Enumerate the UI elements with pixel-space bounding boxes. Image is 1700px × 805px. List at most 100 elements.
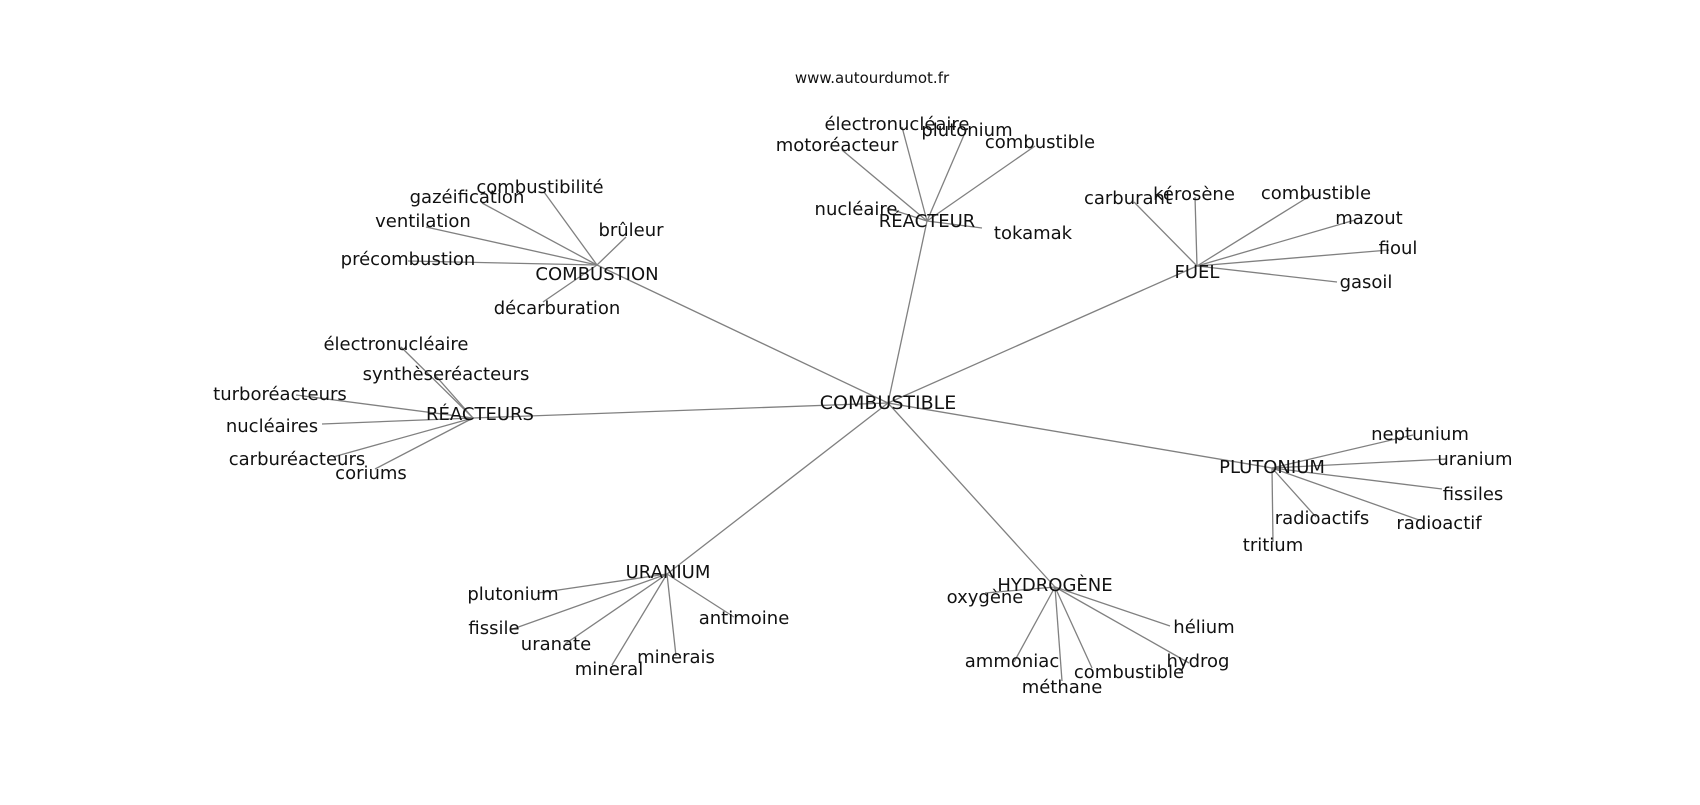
edge-uranium-minerais — [666, 573, 677, 657]
edge-uranium-uranate — [564, 573, 668, 645]
leaf-node-hydrogene-hydrog: hydrog — [1167, 651, 1230, 672]
edge-combustion-ventilation — [425, 226, 598, 266]
hub-node-hydrogene: HYDROGÈNE — [997, 574, 1112, 596]
leaf-node-reacteurs-nucleaires: nucléaires — [226, 416, 318, 437]
graph-edges — [295, 126, 1448, 682]
edge-center-hydrogene — [887, 402, 1056, 588]
source-url: www.autourdumot.fr — [795, 69, 950, 87]
hub-node-uranium: URANIUM — [626, 562, 711, 583]
leaf-node-hydrogene-methane: méthane — [1022, 677, 1103, 698]
hub-node-combustion: COMBUSTION — [535, 264, 658, 285]
edge-reacteur-plutonium — [926, 127, 968, 222]
edge-reacteurs-synthesereacteurs — [434, 374, 474, 419]
hub-node-reacteurs: RÉACTEURS — [426, 403, 534, 425]
edge-fuel-fioul — [1196, 249, 1390, 267]
edge-center-combustion — [596, 264, 889, 404]
leaf-node-fuel-combustible: combustible — [1261, 183, 1371, 204]
leaf-node-reacteur-plutonium: plutonium — [921, 120, 1012, 141]
edge-uranium-antimoine — [666, 573, 735, 618]
leaf-node-reacteurs-electronucleaire: électronucléaire — [323, 334, 468, 355]
edge-center-uranium — [666, 402, 889, 575]
edge-uranium-fissile — [509, 573, 668, 631]
leaf-node-plutonium-fissiles: fissiles — [1443, 484, 1504, 505]
edge-combustion-gazeification — [481, 202, 598, 266]
hub-node-plutonium: PLUTONIUM — [1219, 457, 1325, 478]
edge-reacteurs-carbureacteurs — [332, 417, 474, 458]
leaf-node-uranium-antimoine: antimoine — [699, 608, 790, 629]
graph-labels: www.autourdumot.fr COMBUSTIBLE électronu… — [213, 69, 1512, 698]
edge-reacteur-nucleaire — [886, 207, 928, 222]
leaf-node-hydrogene-combustible: combustible — [1074, 662, 1184, 683]
edge-combustion-bruleur — [596, 236, 627, 266]
edge-center-reacteur — [887, 220, 928, 404]
leaf-node-hydrogene-ammoniac: ammoniac — [965, 651, 1059, 672]
leaf-node-reacteurs-coriums: coriums — [335, 463, 407, 484]
edge-reacteur-combustible — [926, 145, 1036, 222]
leaf-node-plutonium-tritium: tritium — [1243, 535, 1303, 556]
leaf-node-reacteur-motoreacteur: motoréacteur — [776, 135, 899, 156]
leaf-node-combustion-ventilation: ventilation — [375, 211, 471, 232]
edge-hydrogene-combustible — [1054, 586, 1093, 669]
edge-combustion-precombustion — [407, 260, 598, 266]
edge-reacteurs-coriums — [374, 417, 474, 470]
leaf-node-fuel-gasoil: gasoil — [1340, 272, 1393, 293]
leaf-node-uranium-minerais: minerais — [637, 647, 715, 668]
edge-uranium-mineral — [611, 573, 668, 666]
leaf-node-uranium-plutonium: plutonium — [467, 584, 558, 605]
edge-reacteur-electronucleaire — [901, 126, 928, 222]
leaf-node-uranium-mineral: mineral — [575, 659, 643, 680]
leaf-node-combustion-decarburation: décarburation — [494, 298, 621, 319]
edge-fuel-combustible — [1196, 193, 1314, 267]
edge-uranium-plutonium — [537, 573, 668, 594]
leaf-node-reacteurs-carbureacteurs: carburéacteurs — [229, 449, 366, 470]
edge-combustion-decarburation — [542, 264, 598, 303]
hub-node-fuel: FUEL — [1175, 262, 1220, 283]
edge-plutonium-tritium — [1271, 467, 1274, 543]
edge-hydrogene-methane — [1054, 586, 1063, 682]
leaf-node-reacteurs-synthesereacteurs: synthèseréacteurs — [363, 364, 530, 385]
leaf-node-fuel-kerosene: kérosène — [1153, 184, 1235, 205]
leaf-node-plutonium-uranium: uranium — [1437, 449, 1512, 470]
leaf-node-combustion-combustibilite: combustibilité — [476, 177, 603, 198]
leaf-node-uranium-uranate: uranate — [521, 634, 591, 655]
leaf-node-fuel-mazout: mazout — [1335, 208, 1403, 229]
leaf-node-fuel-fioul: fioul — [1379, 238, 1418, 259]
edge-reacteur-tokamak — [926, 220, 983, 229]
edge-reacteurs-nucleaires — [321, 417, 474, 425]
center-node: COMBUSTIBLE — [820, 392, 956, 414]
leaf-node-plutonium-radioactif: radioactif — [1396, 513, 1482, 534]
edge-plutonium-radioactif — [1271, 467, 1420, 521]
edge-plutonium-uranium — [1271, 458, 1448, 469]
leaf-node-combustion-gazeification: gazéification — [410, 187, 525, 208]
leaf-node-reacteur-nucleaire: nucléaire — [815, 199, 898, 220]
leaf-node-plutonium-radioactifs: radioactifs — [1275, 508, 1370, 529]
edge-reacteurs-electronucleaire — [400, 346, 474, 419]
edge-plutonium-radioactifs — [1271, 467, 1317, 518]
edge-center-fuel — [887, 265, 1198, 404]
leaf-node-hydrogene-helium: hélium — [1173, 617, 1234, 638]
edge-fuel-mazout — [1196, 219, 1356, 267]
leaf-node-reacteurs-turboreacteurs: turboréacteurs — [213, 384, 347, 405]
leaf-node-combustion-bruleur: brûleur — [598, 220, 664, 241]
edge-reacteurs-turboreacteurs — [295, 394, 474, 419]
edge-center-reacteurs — [472, 402, 889, 419]
edge-fuel-gasoil — [1196, 265, 1338, 283]
leaf-node-hydrogene-oxygene: oxygène — [947, 587, 1024, 608]
leaf-node-plutonium-neptunium: neptunium — [1371, 424, 1469, 445]
leaf-node-combustion-precombustion: précombustion — [341, 249, 476, 270]
edge-reacteur-motoreacteur — [841, 149, 928, 222]
edge-hydrogene-oxygene — [984, 586, 1056, 594]
edge-center-plutonium — [887, 402, 1273, 469]
edge-hydrogene-helium — [1054, 586, 1171, 627]
edge-hydrogene-ammoniac — [1013, 586, 1056, 663]
edge-fuel-kerosene — [1194, 196, 1198, 267]
leaf-node-reacteur-tokamak: tokamak — [994, 223, 1073, 244]
hub-node-reacteur: RÉACTEUR — [879, 210, 976, 232]
edge-plutonium-neptunium — [1271, 434, 1414, 469]
leaf-node-uranium-fissile: fissile — [468, 618, 519, 639]
edge-fuel-carburant — [1133, 201, 1198, 267]
leaf-node-reacteur-combustible: combustible — [985, 132, 1095, 153]
edge-plutonium-fissiles — [1271, 467, 1443, 490]
